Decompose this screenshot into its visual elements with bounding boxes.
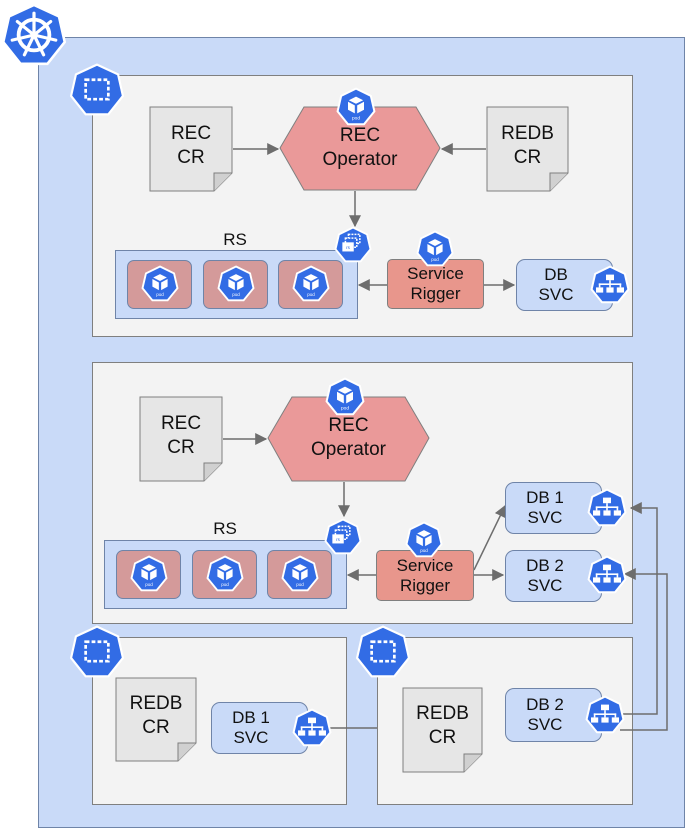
pod-icon xyxy=(141,265,179,302)
rec-cr-label-2: REC CR xyxy=(160,413,202,458)
rec-operator-hex-2 xyxy=(267,396,430,482)
rs-label-2: RS xyxy=(213,519,237,538)
kubernetes-helm-icon xyxy=(2,2,66,66)
db-svc-label-1: DB SVC xyxy=(538,265,574,304)
db2-svc-label-2: DB 2 SVC xyxy=(526,556,564,595)
db2-svc-2 xyxy=(505,550,602,602)
pod-icon xyxy=(336,87,376,126)
pod-icon xyxy=(130,555,168,592)
db2-svc-label-4: DB 2 SVC xyxy=(526,695,564,734)
db1-svc-label-3: DB 1 SVC xyxy=(232,708,270,747)
pod-icon xyxy=(405,521,443,558)
service-icon xyxy=(585,695,625,734)
redb-cr-label-1: REDB CR xyxy=(501,123,554,168)
redb-cr-label-4: REDB CR xyxy=(416,703,469,748)
pod-icon xyxy=(281,555,319,592)
namespace-icon xyxy=(70,63,124,116)
service-rigger-label-2: Service Rigger xyxy=(396,555,454,595)
service-icon xyxy=(587,555,627,594)
rec-operator-label-1: REC Operator xyxy=(322,125,398,170)
pod-icon xyxy=(325,377,365,416)
rec-operator-hex-1 xyxy=(279,106,441,191)
db1-svc-2 xyxy=(505,482,602,534)
service-rigger-1 xyxy=(387,259,484,309)
pod-icon xyxy=(206,555,244,592)
service-icon xyxy=(587,488,627,527)
db2-svc-4 xyxy=(505,688,602,742)
rec-cr-label-1: REC CR xyxy=(170,123,212,168)
rs-label-1: RS xyxy=(223,230,247,249)
pod-icon xyxy=(292,265,330,302)
rec-operator-label-2: REC Operator xyxy=(311,415,386,460)
replicaset-icon xyxy=(334,226,372,263)
pod-icon xyxy=(217,265,255,302)
pod-icon xyxy=(416,230,454,267)
service-icon xyxy=(590,265,630,304)
service-rigger-2 xyxy=(376,550,474,601)
service-rigger-label-1: Service Rigger xyxy=(407,264,464,303)
replicaset-icon xyxy=(324,518,362,555)
db1-svc-label-2: DB 1 SVC xyxy=(526,488,564,527)
namespace-icon xyxy=(356,625,410,678)
redb-cr-label-3: REDB CR xyxy=(129,693,183,738)
service-icon xyxy=(292,708,332,747)
namespace-icon xyxy=(70,625,124,678)
